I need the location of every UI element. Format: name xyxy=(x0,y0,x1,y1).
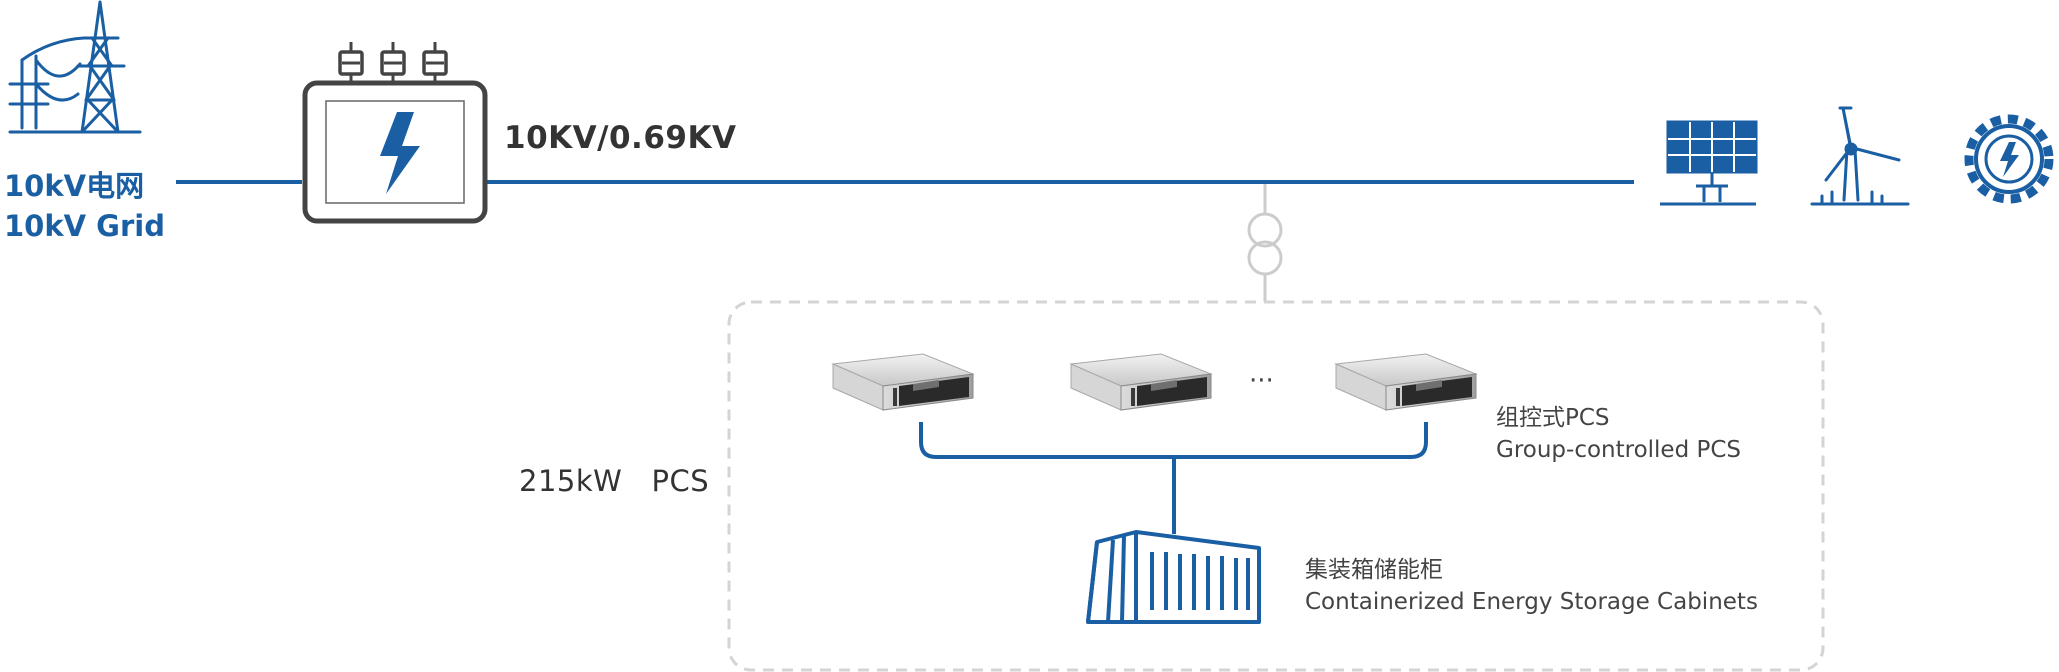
storage-label-en: Containerized Energy Storage Cabinets xyxy=(1305,589,1758,615)
pcs-system-boundary xyxy=(727,300,1825,672)
energy-gear-icon xyxy=(1964,114,2054,204)
pcs-label-cn: 组控式PCS xyxy=(1496,405,1610,431)
transmission-tower-icon xyxy=(8,0,142,134)
wind-turbine-icon xyxy=(1810,106,1910,206)
grid-label-en: 10kV Grid xyxy=(4,209,165,243)
branch-transformer-symbol xyxy=(1247,184,1283,302)
pcs-label-en: Group-controlled PCS xyxy=(1496,437,1742,463)
pcs-unit-icon xyxy=(1070,353,1212,411)
pcs-ellipsis: ··· xyxy=(1249,366,1274,396)
pcs-rating: 215kW PCS xyxy=(519,464,710,498)
pcs-unit-icon xyxy=(1335,353,1477,411)
transformer-voltage: 10KV/0.69KV xyxy=(504,120,737,156)
grid-label-cn: 10kV电网 xyxy=(4,169,145,203)
solar-panel-icon xyxy=(1660,120,1758,206)
storage-label-cn: 集装箱储能柜 xyxy=(1305,557,1443,583)
pcs-connection-bus xyxy=(919,422,1428,459)
container-icon xyxy=(1086,530,1261,624)
transformer-icon xyxy=(302,42,488,224)
pcs-unit-icon xyxy=(832,353,974,411)
